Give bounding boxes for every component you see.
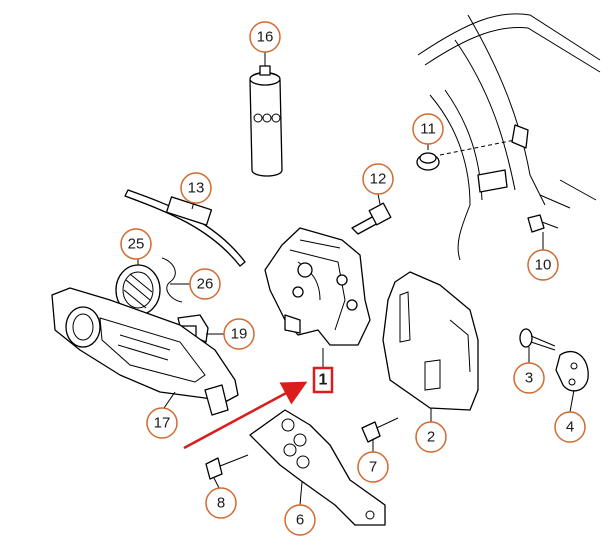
plug-part [416, 152, 440, 171]
callout-26: 26 [189, 268, 221, 300]
callout-25: 25 [120, 228, 152, 260]
highlight-arrow [183, 381, 308, 450]
callout-label: 26 [197, 276, 214, 293]
bolt-part [527, 214, 559, 233]
pin-part [361, 417, 399, 443]
callout-2: 2 [415, 421, 447, 453]
callout-label: 16 [257, 29, 274, 46]
callout-label: 13 [188, 180, 205, 197]
callout-label: 25 [128, 236, 145, 253]
callout-label: 11 [420, 121, 436, 138]
door-handle-housing-part [51, 287, 239, 416]
door-frame-drawing [417, 13, 601, 261]
callout-label: 12 [370, 171, 387, 188]
door-lock-mechanism-part [264, 227, 371, 346]
speaker-grill-part [115, 264, 161, 316]
cylinder-part [351, 202, 392, 235]
cable-part [124, 189, 246, 267]
callout-19: 19 [223, 318, 255, 350]
callout-12: 12 [362, 163, 394, 195]
striker-plate-part [555, 350, 589, 392]
callout-label: 10 [535, 257, 552, 274]
callout-label: 3 [525, 370, 533, 387]
callout-label: 4 [566, 419, 574, 436]
callout-label: 19 [231, 326, 248, 343]
highlighted-callout-label: 1 [319, 372, 328, 389]
callout-label: 2 [427, 429, 435, 446]
callout-16: 16 [249, 21, 281, 53]
clip-spring-part [161, 257, 183, 303]
callout-10: 10 [527, 249, 559, 281]
linkage-plate-part [249, 409, 386, 526]
leader-lines [137, 52, 575, 506]
callout-6: 6 [284, 504, 316, 536]
screw-part-8 [205, 454, 249, 480]
callout-label: 17 [154, 415, 171, 432]
callout-label: 8 [217, 495, 225, 512]
callout-11: 11 [412, 113, 444, 145]
callout-8: 8 [205, 487, 237, 519]
callout-3: 3 [513, 362, 545, 394]
callout-13: 13 [180, 172, 212, 204]
callout-4: 4 [554, 411, 586, 443]
callout-17: 17 [146, 407, 178, 439]
callout-7: 7 [357, 451, 389, 483]
spray-can-part [249, 65, 283, 177]
callout-label: 7 [369, 459, 377, 476]
lock-cover-part [382, 271, 479, 411]
highlighted-callout-1: 1 [312, 366, 334, 394]
screw-part [519, 328, 556, 351]
callout-label: 6 [296, 512, 304, 529]
